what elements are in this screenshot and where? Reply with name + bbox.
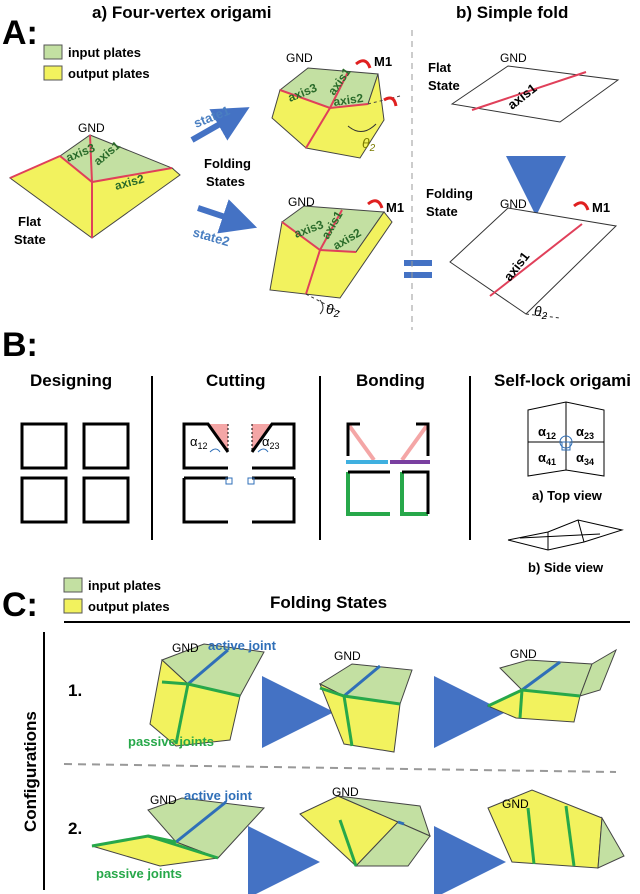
cutting-squares: α12 α23 [182,422,296,524]
gnd-label-c2a: GND [150,793,177,807]
config2-state3: GND [487,789,625,869]
theta-arc-state1 [347,123,377,132]
legend-c-input-label: input plates [88,578,161,593]
self-lock-title: Self-lock origami [494,371,631,390]
configurations-label: Configurations [21,711,40,832]
m1-label-state1: M1 [374,54,392,69]
legend-output-swatch [43,65,63,81]
panel-a: A: a) Four-vertex origami b) Simple fold… [2,3,620,330]
theta-label-simple: θ2 [534,303,548,322]
passive-joints-label-c1: passive joints [128,734,214,749]
alpha23-arc [257,448,269,453]
config2-state2: GND [299,785,431,867]
configuration-separator [63,763,617,773]
theta-arc-state2 [319,299,324,315]
panel-a-title-four-vertex: a) Four-vertex origami [92,3,272,22]
m1-rotation-icon-state1 [355,59,372,69]
m1-label-simple: M1 [592,200,610,215]
simple-fold-flat: GND axis1 Flat State [428,51,620,123]
m1-rotation-icon-state2 [367,199,384,209]
panel-b-letter: B: [2,326,38,364]
panel-a-letter: A: [2,14,38,52]
panel-c: C: input plates output plates Folding St… [2,577,630,894]
folding-states-line2: States [206,174,245,189]
passive-joints-label-c2: passive joints [96,866,182,881]
theta-label-state1: θ2 [362,135,376,154]
gnd-label-simple-flat: GND [500,51,527,65]
gnd-label-state1: GND [286,51,313,65]
flat-state-label-simple-line1: Flat [428,60,452,75]
folding-states-title: Folding States [270,593,387,612]
equals-sign-top [404,260,432,266]
flat-four-vertex-origami: GND axis3 axis1 axis2 Flat State [9,121,181,247]
state1-arrow [190,107,250,143]
legend-c-output-label: output plates [88,599,170,614]
gnd-label-c2b: GND [332,785,359,799]
config1-number: 1. [68,681,82,700]
m1-label-state2: M1 [386,200,404,215]
m1-rotation-icon-simple [573,201,590,211]
legend-input-label: input plates [68,45,141,60]
alpha12-label-cut: α12 [190,434,208,451]
alpha34-label-top: α34 [576,450,594,467]
gnd-label-simple-fold: GND [500,197,527,211]
folding-state-label-line1: Folding [426,186,473,201]
active-joint-label-c2: active joint [184,788,253,803]
state2-arrow [197,199,258,234]
config2-number: 2. [68,819,82,838]
config2-state1: GND active joint passive joints [91,788,266,881]
active-joint-label-c1: active joint [208,638,277,653]
self-lock-top-view: α12 α23 α41 α34 a) Top view [527,401,605,503]
config1-state3: GND [486,647,618,723]
config1-state1: GND active joint passive joints [128,638,277,749]
gnd-label-state2: GND [288,195,315,209]
four-vertex-state2: θ2 GND axis3 axis1 axis2 M1 [269,195,404,320]
legend-c-input-swatch [63,577,83,593]
rotation-icon-state1 [383,96,398,107]
panel-b: B: Designing Cutting Bonding Self-lock o… [2,326,631,575]
legend-output-label: output plates [68,66,150,81]
gnd-label-c1b: GND [334,649,361,663]
alpha12-label-top: α12 [538,424,556,441]
self-lock-side-view [507,519,624,551]
alpha41-label-top: α41 [538,450,556,467]
gnd-label-c2c: GND [502,797,529,811]
designing-squares [20,422,130,524]
alpha23-label-cut: α23 [262,434,280,451]
cutting-title: Cutting [206,371,265,390]
flat-state-label-line1: Flat [18,214,42,229]
gnd-label-flat: GND [78,121,105,135]
four-vertex-state1: GND axis3 axis1 axis2 M1 θ2 [271,51,401,159]
legend-input-swatch [43,44,63,60]
top-view-label: a) Top view [532,488,603,503]
alpha12-arc [209,448,221,453]
simple-fold-folding: GND axis1 M1 θ2 Folding State [426,186,618,322]
side-view-label: b) Side view [528,560,604,575]
folding-state-label-line2: State [426,204,458,219]
legend-c-output-swatch [63,598,83,614]
gnd-label-c1a: GND [172,641,199,655]
alpha23-label-top: α23 [576,424,594,441]
folding-states-line1: Folding [204,156,251,171]
gnd-label-c1c: GND [510,647,537,661]
panel-a-title-simple-fold: b) Simple fold [456,3,568,22]
bonding-squares [346,422,430,516]
panel-c-letter: C: [2,586,38,624]
state2-label: state2 [191,224,231,249]
designing-title: Designing [30,371,112,390]
theta-label-state2: θ2 [326,301,340,320]
bonding-title: Bonding [356,371,425,390]
flat-state-label-line2: State [14,232,46,247]
flat-state-label-simple-line2: State [428,78,460,93]
axis2-label-state1: axis2 [332,91,364,109]
config1-state2: GND [318,649,413,753]
equals-sign-bottom [404,272,432,278]
